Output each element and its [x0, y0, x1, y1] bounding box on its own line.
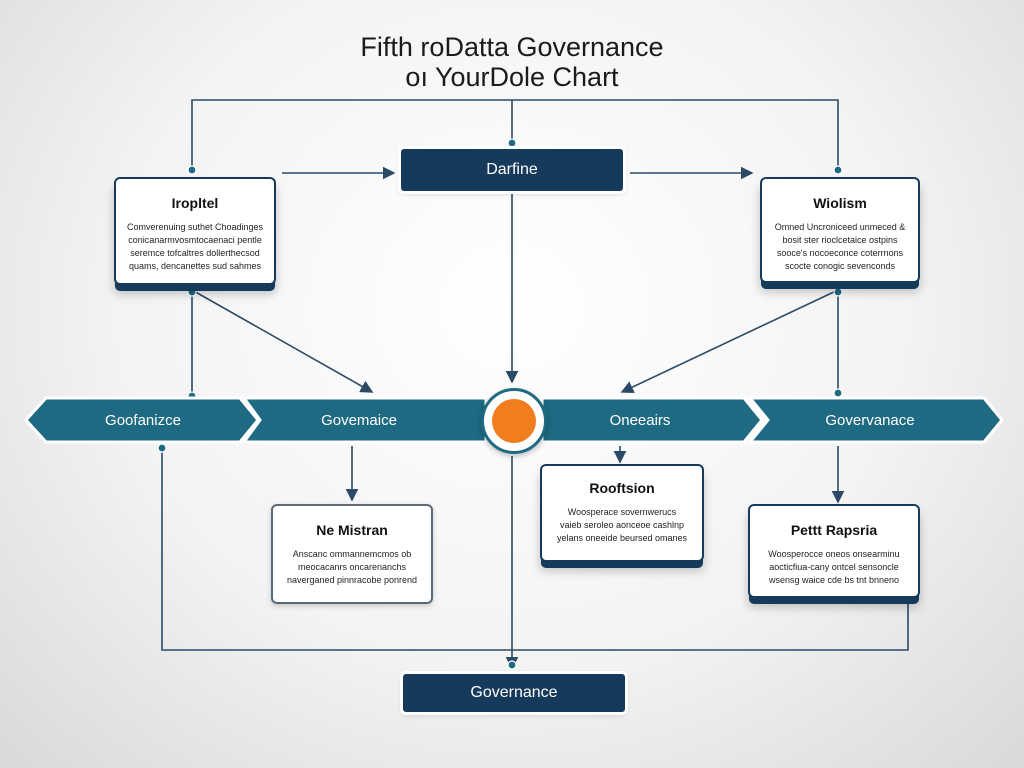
- bottom-loop-connector: [161, 446, 909, 651]
- left-card-line: Comverenuing suthet Choadinges: [126, 222, 264, 232]
- right-card-line: scocte conogic sevenconds: [784, 261, 896, 271]
- lower-right-card-title: Pettt Rapsria: [790, 522, 878, 538]
- diagram-title-line-1: Fifth roDatta Governance: [360, 32, 664, 62]
- top-loop-connector: [191, 99, 839, 170]
- connector-dot: [833, 388, 843, 398]
- right-card[interactable]: Wiolism Omned Uncroniceed unmeced & bosi…: [760, 177, 920, 283]
- right-card-line: bosit ster rioclcetaice ostpins: [782, 235, 898, 245]
- connector-dot: [833, 287, 843, 297]
- connector-dot: [157, 443, 167, 453]
- right-card-title: Wiolism: [813, 195, 867, 211]
- band-chevron-4: [746, 396, 1004, 444]
- lower-left-card[interactable]: Ne Mistran Anscanc ommannemcmos ob meoca…: [271, 504, 433, 604]
- connector-dot: [187, 287, 197, 297]
- lower-right-card-line: Woosperocce oneos onsearminu: [768, 549, 900, 559]
- top-box[interactable]: Darfine: [401, 149, 623, 191]
- bottom-box[interactable]: Governance: [403, 674, 625, 712]
- lower-left-card-line: Anscanc ommannemcmos ob: [292, 549, 412, 559]
- lower-middle-card[interactable]: Rooftsion Woosperace sovernwerucs vaieb …: [540, 464, 704, 562]
- lower-right-card-line: wsensg waice cde bs tnt bnneno: [768, 575, 900, 585]
- connector-dot: [507, 660, 517, 670]
- connector-dot: [833, 165, 843, 175]
- left-card-title: Iropltel: [171, 195, 219, 211]
- lower-middle-card-line: yelans oneeide beursed omanes: [556, 533, 688, 543]
- lower-middle-card-line: vaieb seroleo aonceoe cashlnp: [559, 520, 685, 530]
- lower-right-card-line: aocticfiua-cany ontcel sensoncle: [769, 562, 899, 572]
- lower-middle-card-line: Woosperace sovernwerucs: [567, 507, 677, 517]
- lower-left-card-line: naverganed pinnracobe ponrend: [286, 575, 418, 585]
- central-hub[interactable]: [481, 388, 547, 454]
- band-chevron-2: [241, 396, 488, 444]
- band-chevron-1: [23, 396, 260, 444]
- connector-dot: [187, 165, 197, 175]
- hub-orange-dot: [492, 399, 536, 443]
- connector-dot: [507, 138, 517, 148]
- lower-left-card-line: meocacanrs oncarenanchs: [297, 562, 407, 572]
- left-card-line: quams, dencanettes sud sahmes: [128, 261, 262, 271]
- left-card-diagonal: [191, 289, 374, 393]
- lower-right-card[interactable]: Pettt Rapsria Woosperocce oneos onsearmi…: [748, 504, 920, 598]
- left-card-line: conicanarmvosmtocaenaci pentle: [128, 235, 262, 245]
- diagram-title-line-2: oı YourDole Chart: [405, 62, 619, 92]
- lower-middle-card-title: Rooftsion: [589, 480, 655, 496]
- right-card-diagonal: [620, 289, 839, 394]
- lower-left-card-title: Ne Mistran: [316, 522, 388, 538]
- right-card-line: sooce's nocoeconce coterrnons: [776, 248, 904, 258]
- band-chevron-3: [540, 396, 764, 444]
- left-card[interactable]: Iropltel Comverenuing suthet Choadinges …: [114, 177, 276, 285]
- right-card-line: Omned Uncroniceed unmeced &: [774, 222, 906, 232]
- left-card-line: seremce tofcaltres dollerthecsod: [130, 248, 260, 258]
